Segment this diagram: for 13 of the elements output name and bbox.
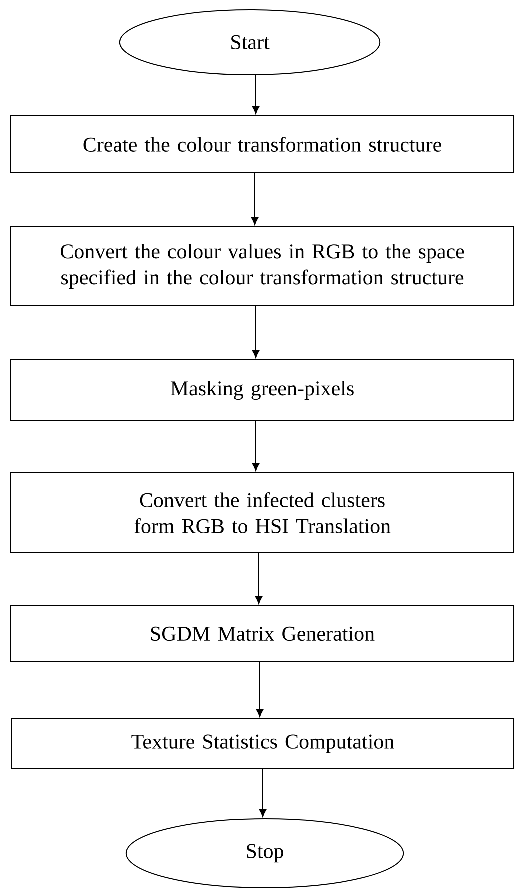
process-box: Texture Statistics Computation — [12, 718, 514, 770]
arrow — [252, 306, 260, 358]
arrow — [255, 553, 263, 604]
process-box: Create the colour transformation structure — [10, 116, 514, 174]
arrow — [252, 75, 260, 114]
arrow — [256, 662, 264, 718]
arrow — [251, 173, 259, 226]
arrow — [252, 421, 260, 472]
process-box: Masking green-pixels — [10, 360, 514, 422]
process-box: SGDM Matrix Generation — [10, 606, 514, 662]
process-box: Convert the colour values in RGB to the space specified in the colour transformation structure — [10, 226, 514, 306]
process-box: Convert the infected clusters form RGB to HSI Translation — [10, 472, 514, 554]
arrow — [259, 769, 267, 818]
